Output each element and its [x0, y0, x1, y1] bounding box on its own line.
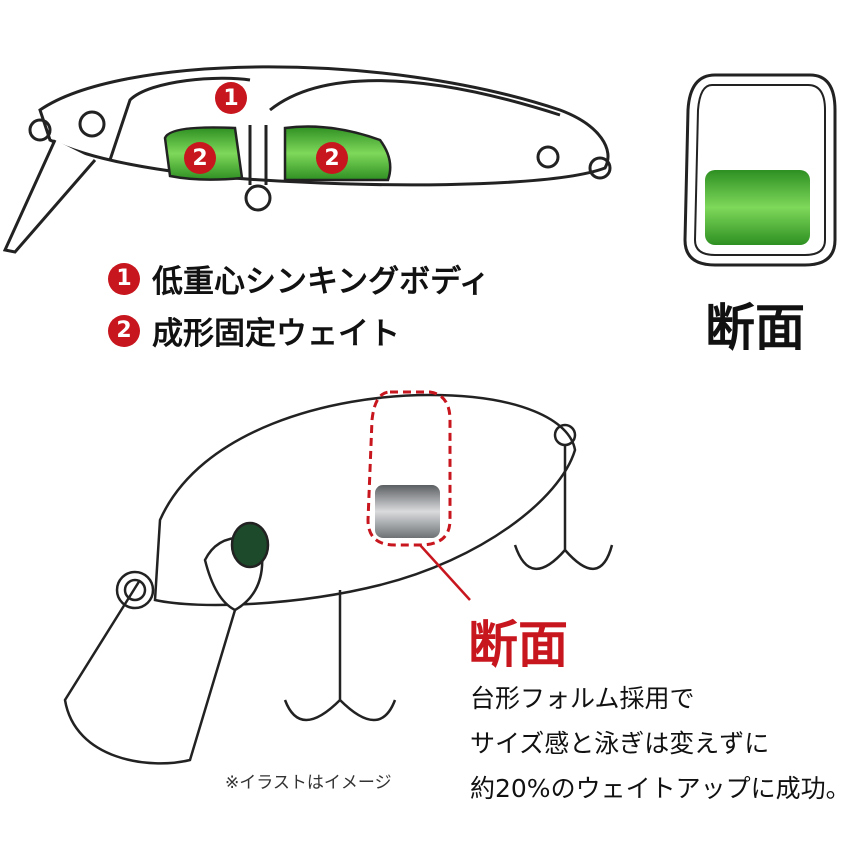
bottom-lure [63, 393, 614, 765]
leader-line [419, 544, 471, 601]
cross-section-title: 断面 [705, 299, 805, 357]
cross-section-callout: 断面 [468, 616, 568, 674]
badge-2-marker-left: 2 [184, 142, 228, 174]
legend-label: 低重心シンキングボディ [152, 264, 490, 300]
legend-label: 成形固定ウェイト [152, 316, 400, 352]
legend-item-2: 2 成形固定ウェイト [108, 308, 400, 353]
illustration-note: ※イラストはイメージ [225, 773, 392, 793]
legend-item-1: 1 低重心シンキングボディ [108, 256, 490, 301]
top-cross-section [683, 73, 837, 267]
badge-2-marker-right: 2 [316, 142, 360, 174]
gray-weight [375, 485, 440, 538]
description: 台形フォルム採用で サイズ感と泳ぎは変えずに 約20%のウェイトアップに成功。 [470, 684, 850, 803]
badge-1-marker: 1 [215, 82, 259, 114]
